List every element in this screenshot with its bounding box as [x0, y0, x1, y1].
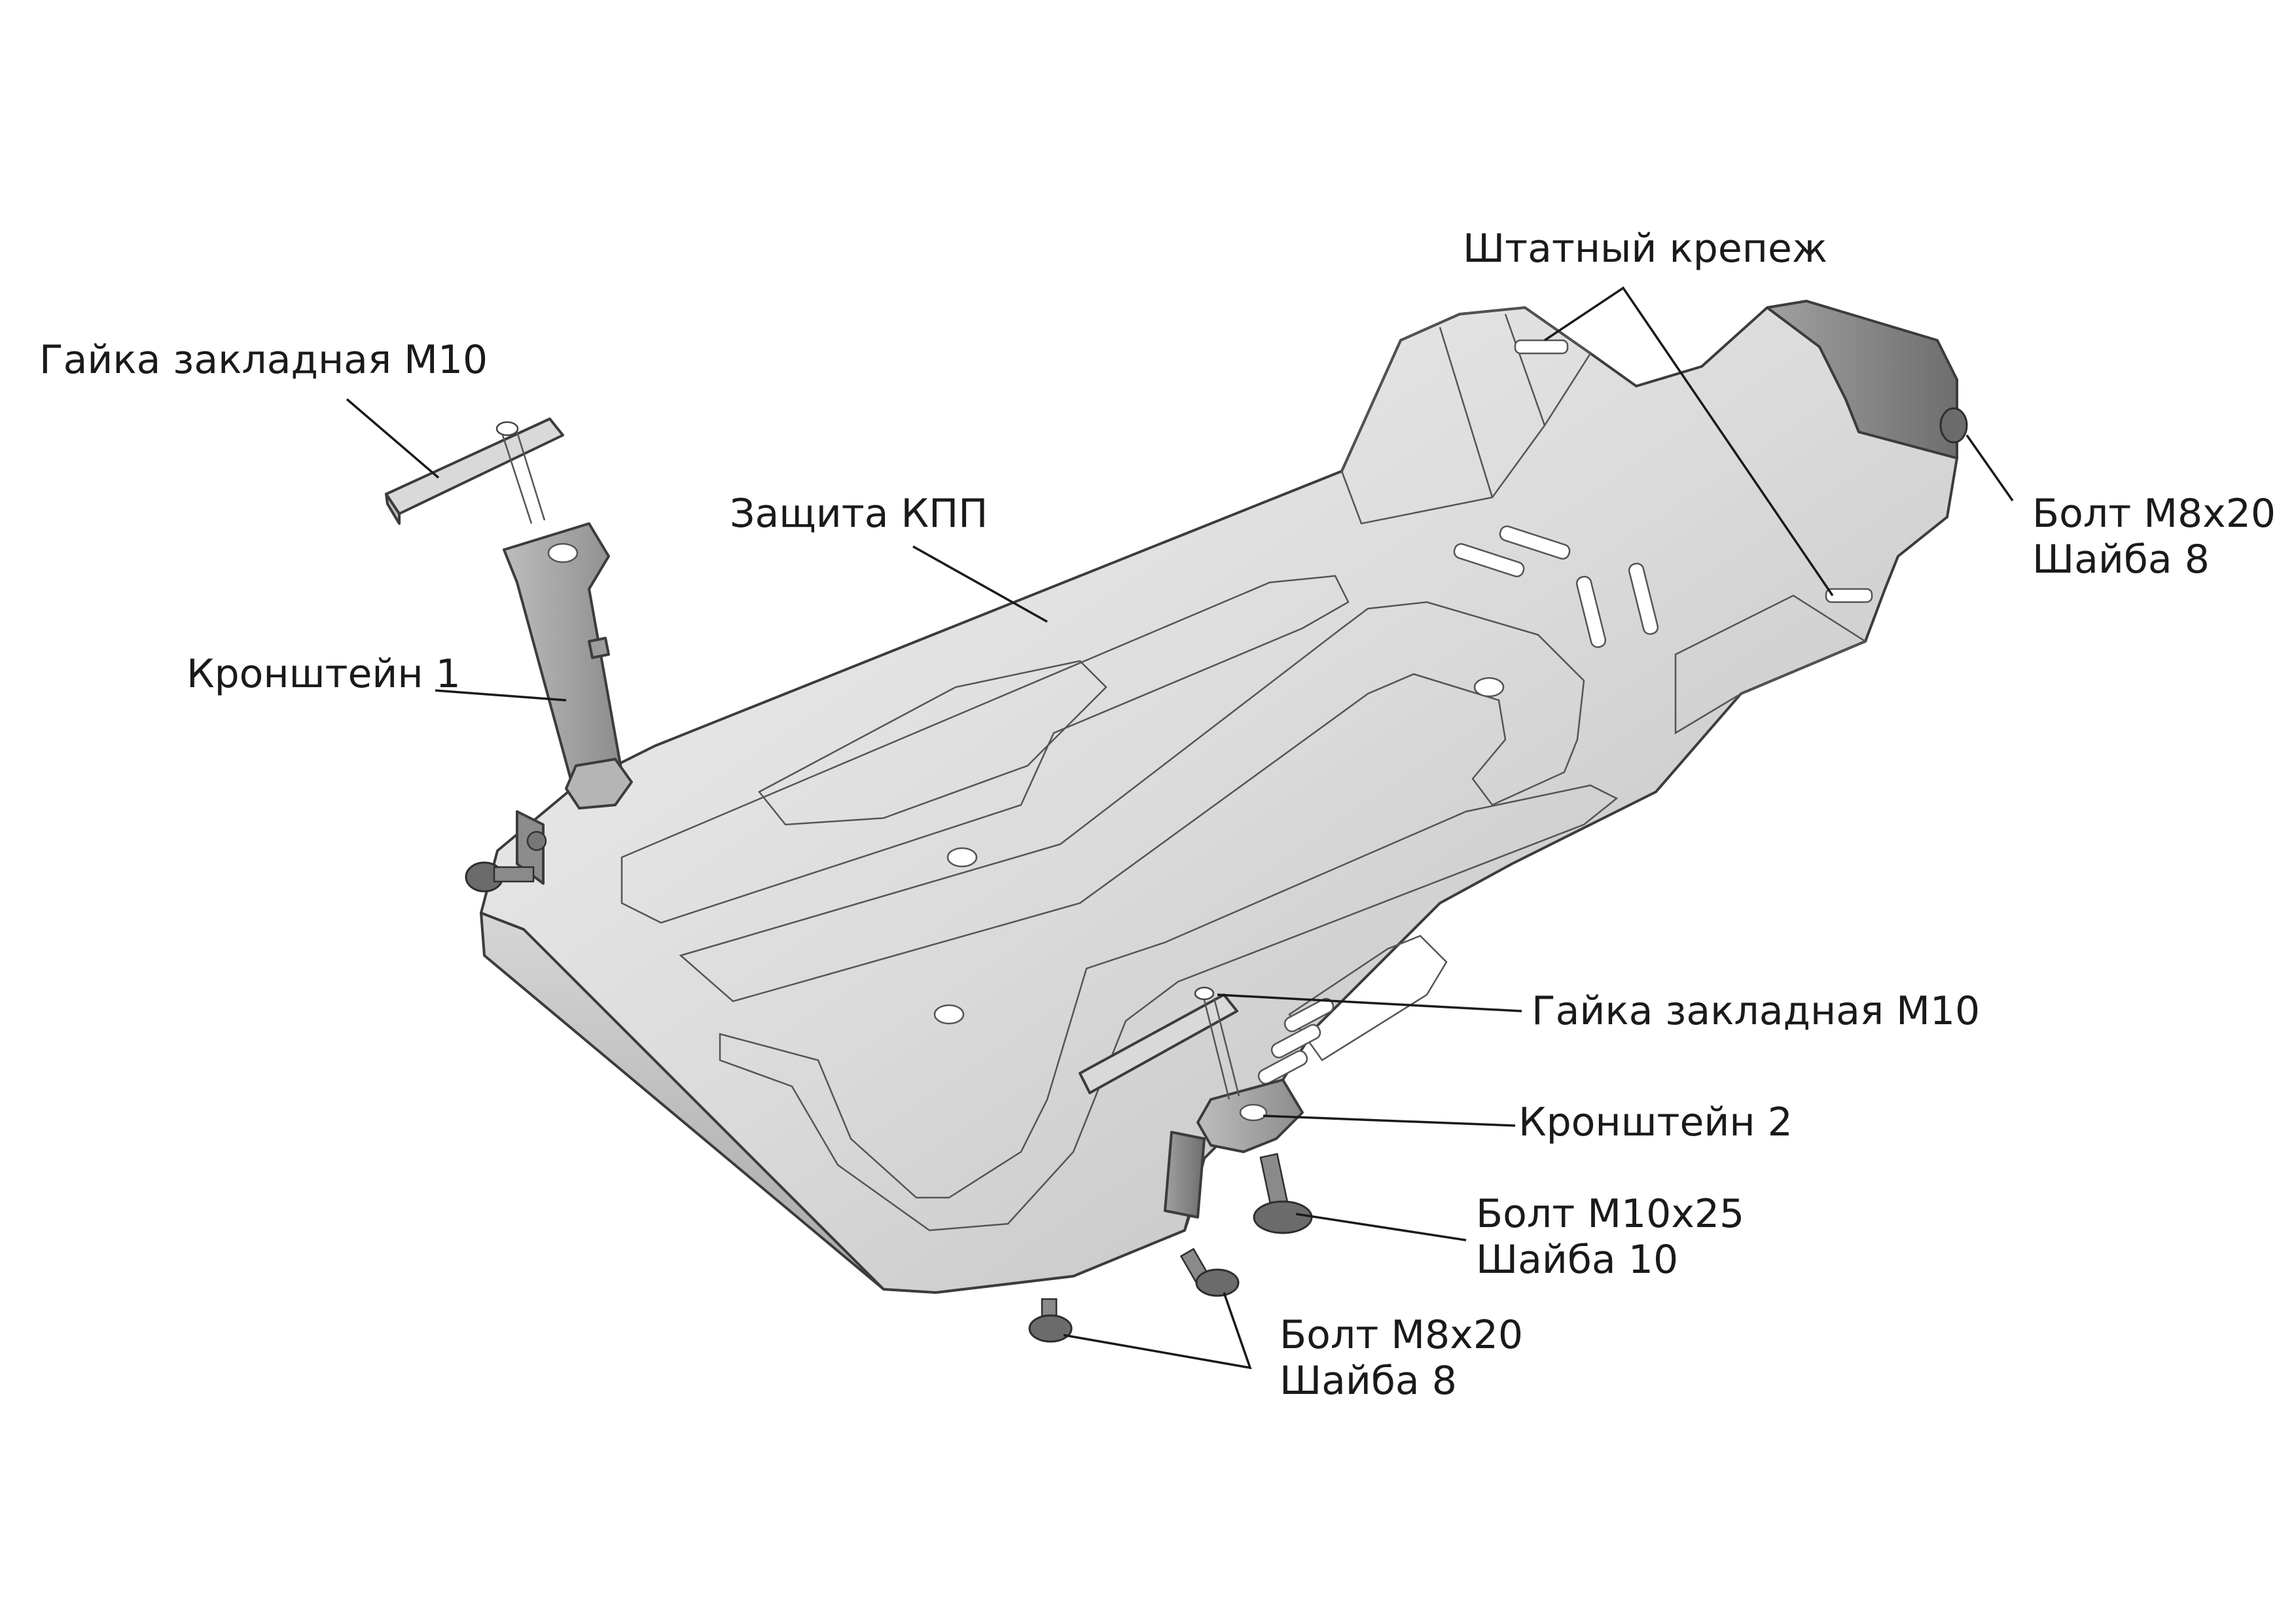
label-bolt-m10-1: Болт М10х25 [1476, 1191, 1744, 1237]
bolt-m8x20-bottom-a [1179, 1247, 1240, 1297]
label-bolt-bottom-2: Шайба 8 [1280, 1358, 1457, 1404]
bolt-left-side [465, 861, 535, 893]
shield-rib-2 [679, 601, 1585, 1003]
leader-nut-mid [1217, 993, 1522, 1012]
label-std-fastener: Штатный крепеж [1463, 226, 1827, 272]
shield-pocket-left [758, 660, 1107, 826]
bolt-right-rear [1939, 407, 1968, 444]
leader-lines [346, 286, 2014, 1370]
std-fastener-slot-1 [1514, 339, 1569, 355]
shield-pocket-right [1288, 935, 1448, 1061]
std-fastener-slot-2 [1825, 588, 1873, 603]
label-shield: Защита КПП [730, 491, 988, 537]
shield-hole-1 [946, 847, 978, 868]
label-bolt-right-2: Шайба 8 [2032, 537, 2210, 582]
shield-hole-3 [933, 1004, 965, 1025]
shield-vent-slots-lower [1257, 997, 1335, 1085]
shield-rib-3 [719, 784, 1619, 1232]
label-bolt-bottom-1: Болт М8х20 [1280, 1312, 1523, 1358]
bracket-2 [1164, 1079, 1304, 1219]
bolt-m10x25 [1253, 1152, 1313, 1234]
leader-shield [912, 545, 1048, 623]
label-bolt-right-1: Болт М8х20 [2032, 491, 2276, 537]
leader-bolt-bottom [1063, 1292, 1252, 1370]
shield-rib-1 [620, 575, 1350, 924]
label-nut-mid: Гайка закладная М10 [1532, 988, 1980, 1034]
leader-bracket1 [435, 689, 567, 702]
embedded-nut-top [385, 418, 564, 525]
shield-tunnel [1340, 306, 1592, 525]
leader-nut-top [346, 398, 440, 479]
leader-bracket2 [1263, 1115, 1516, 1127]
embedded-nut-middle [1079, 986, 1240, 1100]
shield-vent-slots-top [1453, 525, 1659, 649]
label-bolt-m10-2: Шайба 10 [1476, 1237, 1678, 1283]
label-nut-top: Гайка закладная М10 [39, 337, 488, 383]
callout-labels: Гайка закладная М10 Защита КПП Кронштейн… [39, 226, 2276, 1404]
bolt-m8x20-bottom-b [1028, 1298, 1073, 1343]
label-bracket2: Кронштейн 2 [1518, 1099, 1793, 1145]
leader-bolt-right [1965, 434, 2014, 502]
leader-bolt-m10 [1295, 1213, 1467, 1241]
bracket-1 [503, 522, 633, 885]
shield-hole-2 [1473, 677, 1505, 698]
leader-std-fastener [1544, 286, 1834, 596]
label-bracket1: Кронштейн 1 [187, 651, 461, 697]
shield-front-hump [1674, 594, 1867, 735]
